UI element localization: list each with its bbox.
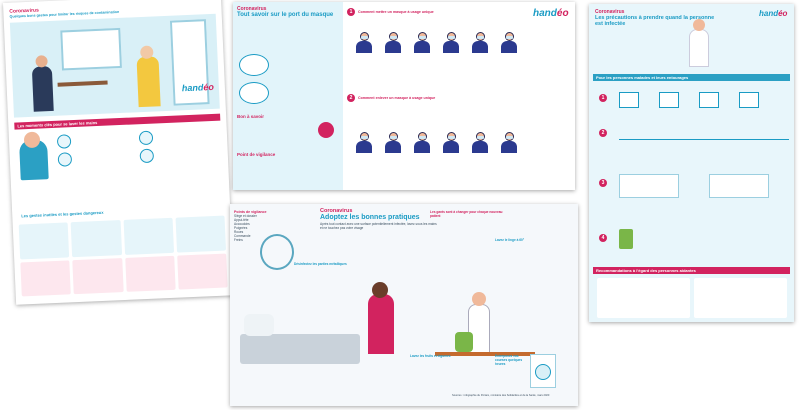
vigilance-item: Freins [234,238,243,242]
poster-precautions: Coronavirus Les précautions à prendre qu… [589,4,794,322]
poster2-subtitle: Tout savoir sur le port du masque [237,12,334,18]
section2-header: 2 Comment enlever un masque à usage uniq… [347,94,435,102]
vigilance-item: Appui-tête [234,218,249,222]
hands-moments-list [56,128,220,205]
bathroom-icon [619,174,679,198]
step-figure [467,132,493,153]
hand-icon [138,130,154,146]
step-figure [380,132,406,153]
desinfect-tip: Désinfectez les parties métalliques [294,262,347,266]
bottom-band: Recommandations à l'égard des personnes … [593,267,790,274]
vigilance-item: Commande [234,234,251,238]
step-figure [496,132,522,153]
recommendation-card [694,278,787,318]
vigilance-item: Siège et dossier [234,214,257,218]
bathroom-icon [709,174,769,198]
mask-icon [239,82,269,104]
step-figure [467,32,493,53]
gesture-card [124,255,176,292]
step-figure [409,132,435,153]
room-illustration [9,13,220,118]
poster-masque: Coronavirus Tout savoir sur le port du m… [233,2,575,190]
gesture-card [176,253,228,290]
vigilance-item: Accoudoirs [234,222,250,226]
window-icon [659,92,679,108]
wheelchair-icon [260,234,294,270]
remove-steps [351,132,522,153]
table-icon [57,80,108,87]
caregiver-figure-icon [368,294,394,354]
fruits-tip: Lavez les fruits et légumes [410,354,451,358]
poster3-title: Coronavirus [320,208,353,214]
poster-gestes-barriere: Coronavirus Quelques bons gestes pour li… [3,0,234,305]
gesture-card [175,215,226,253]
gestures-grid [18,215,228,297]
poster3-intro: Après tout contact avec une surface pote… [320,222,437,230]
person-figure-icon [689,29,709,67]
hand-icon [56,134,72,149]
gloves-tip: Les gants sont à changer pour chaque nou… [430,210,503,218]
vigilance-item: Roues [234,230,244,234]
poster2-title: Coronavirus [237,6,267,12]
courses-tip: Entreposez vos courses quelques heures [495,354,523,366]
linge-tip: Lavez le linge à 60° [495,238,525,242]
woman-figure-icon [136,56,161,108]
table-icon [435,352,535,356]
step-figure [351,32,377,53]
man-figure-icon [31,65,54,112]
poster-bonnes-pratiques: Coronavirus Adoptez les bonnes pratiques… [230,204,578,406]
step-figure [438,132,464,153]
step-figure [496,32,522,53]
put-on-steps [351,32,522,53]
house-icon [699,92,719,108]
precautions-flow: 1 2 3 4 [599,84,789,254]
caregiver-recommendations [597,278,787,318]
poster3-subtitle: Adoptez les bonnes pratiques [320,214,420,221]
step-figure [409,32,435,53]
vigilance-item: Poignées [234,226,248,230]
house-icon [619,92,639,108]
step-figure [438,32,464,53]
handeo-logo: handéo [533,8,569,19]
vigilance-list-title: Points de vigilance [234,210,267,214]
step-figure [351,132,377,153]
recommendation-card [597,278,690,318]
window-icon [60,27,122,71]
step-figure [380,32,406,53]
virus-icon [318,122,334,138]
grocery-bag-icon [455,332,473,352]
sources: Sources : infographie du Portam, ministè… [452,394,550,397]
poster4-subtitle: Les précautions à prendre quand la perso… [595,15,715,27]
poster4-title: Coronavirus [595,9,625,15]
hand-icon [57,152,73,167]
gesture-card [18,222,70,259]
hospital-bed-icon [240,334,360,364]
mask-icon [239,54,269,76]
gesture-card [70,220,122,257]
vigilance-heading: Point de vigilance [237,152,276,157]
bon-a-savoir-heading: Bon à savoir [237,114,265,119]
hand-icon [139,148,155,164]
gesture-card [123,217,174,255]
gesture-card [20,259,72,297]
handeo-logo: handéo [181,81,215,94]
section1-header: 1 Comment mettre un masque à usage uniqu… [347,8,434,16]
house-icon [739,92,759,108]
top-band: Pour les personnes malades et leurs ento… [593,74,790,81]
trash-icon [619,229,633,249]
gesture-card [72,257,124,295]
handeo-logo: handéo [759,9,788,18]
